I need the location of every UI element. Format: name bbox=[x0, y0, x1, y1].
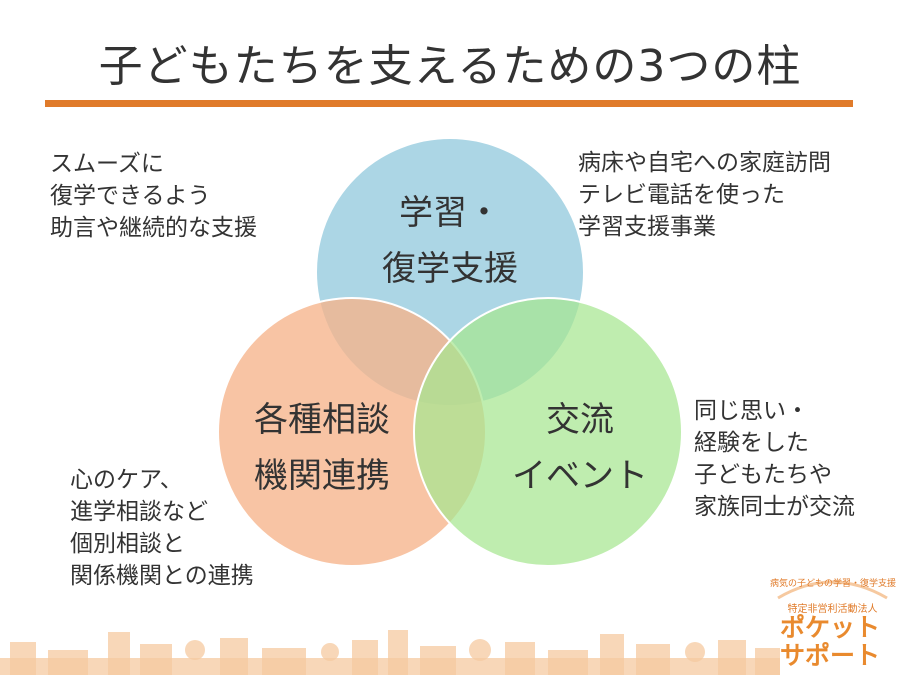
circle-label-exchange-line1: 交流 bbox=[546, 400, 614, 440]
circle-label-consultation: 各種相談 機関連携 bbox=[222, 392, 422, 504]
circle-label-consultation-line1: 各種相談 bbox=[254, 400, 390, 440]
description-line: 学習支援事業 bbox=[578, 214, 716, 240]
description-line: 家族同士が交流 bbox=[694, 494, 855, 520]
page-title: 子どもたちを支えるための3つの柱 bbox=[98, 41, 802, 92]
description-line: 個別相談と bbox=[70, 531, 185, 557]
circle-exchange bbox=[413, 297, 683, 567]
circle-label-consultation-line2: 機関連携 bbox=[254, 456, 390, 496]
description-line: 助言や継続的な支援 bbox=[50, 215, 257, 241]
logo-organization-type: 特定非営利活動法人 bbox=[787, 604, 878, 615]
description-line: 心のケア、 bbox=[70, 467, 183, 493]
circle-label-learning: 学習・ 復学支援 bbox=[350, 185, 550, 297]
logo-arc-icon bbox=[777, 580, 888, 600]
logo-name-line2: サポート bbox=[780, 641, 881, 670]
description-line: 経験をした bbox=[694, 430, 809, 456]
circle-label-exchange-line2: イベント bbox=[512, 456, 648, 496]
circle-label-learning-line2: 復学支援 bbox=[382, 249, 518, 289]
description-line: 復学できるよう bbox=[50, 183, 211, 209]
circle-label-exchange: 交流 イベント bbox=[480, 392, 680, 504]
description-learning: スムーズに 復学できるよう 助言や継続的な支援 bbox=[50, 148, 257, 244]
description-exchange: 同じ思い・ 経験をした 子どもたちや 家族同士が交流 bbox=[694, 395, 855, 523]
description-line: 子どもたちや bbox=[694, 462, 832, 488]
description-line: 同じ思い・ bbox=[694, 398, 809, 424]
description-line: スムーズに bbox=[50, 151, 164, 177]
circle-label-learning-line1: 学習・ bbox=[399, 193, 501, 233]
logo-tagline: 病気の子どもの学習・復学支援 bbox=[770, 579, 897, 589]
description-home-visits: 病床や自宅への家庭訪問 テレビ電話を使った 学習支援事業 bbox=[578, 147, 831, 243]
skyline-decoration bbox=[0, 630, 780, 675]
description-line: テレビ電話を使った bbox=[578, 182, 785, 208]
logo-name: ポケット サポート bbox=[780, 614, 880, 670]
description-consultation: 心のケア、 進学相談など 個別相談と 関係機関との連携 bbox=[70, 464, 254, 592]
organization-logo: 病気の子どもの学習・復学支援 特定非営利活動法人 ポケット サポート bbox=[770, 572, 897, 672]
description-line: 関係機関との連携 bbox=[70, 563, 254, 589]
description-line: 進学相談など bbox=[70, 499, 208, 525]
logo-name-line1: ポケット bbox=[780, 613, 881, 642]
description-line: 病床や自宅への家庭訪問 bbox=[578, 150, 831, 176]
title-underline bbox=[45, 100, 853, 107]
